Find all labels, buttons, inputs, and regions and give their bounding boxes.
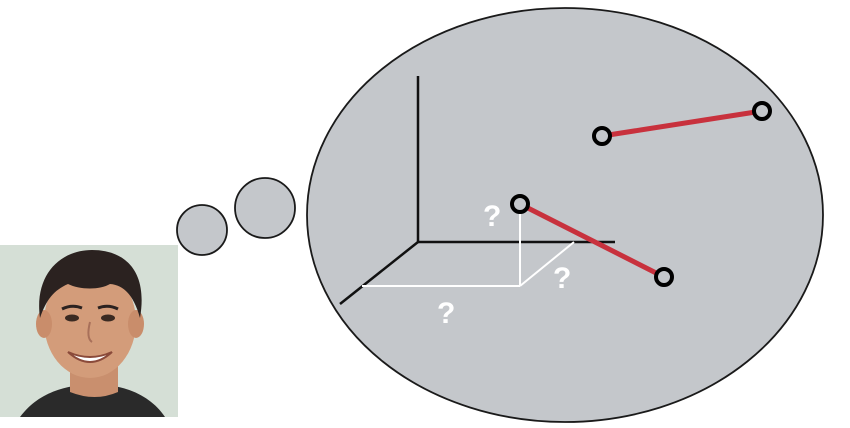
3d-axes-icon	[339, 76, 615, 305]
lower-segment-line	[518, 201, 666, 280]
question-mark-width: ?	[437, 297, 455, 330]
lower-segment-end-point	[654, 267, 674, 287]
question-mark-height: ?	[483, 200, 501, 233]
projection-lines	[362, 204, 575, 287]
small-thought-circle	[176, 204, 228, 256]
person-photo-icon	[0, 245, 178, 417]
thought-bubble-icon	[176, 7, 824, 423]
upper-segment-end-point	[752, 101, 772, 121]
lower-segment-start-point	[510, 194, 530, 214]
lower-segment	[510, 194, 674, 287]
question-mark-depth: ?	[553, 262, 571, 295]
y-axis	[339, 241, 419, 305]
y-projection	[519, 241, 575, 287]
main-thought-bubble	[306, 7, 824, 423]
upper-segment	[592, 101, 772, 146]
upper-segment-line	[601, 108, 763, 139]
medium-thought-circle	[234, 177, 296, 239]
upper-segment-start-point	[592, 126, 612, 146]
